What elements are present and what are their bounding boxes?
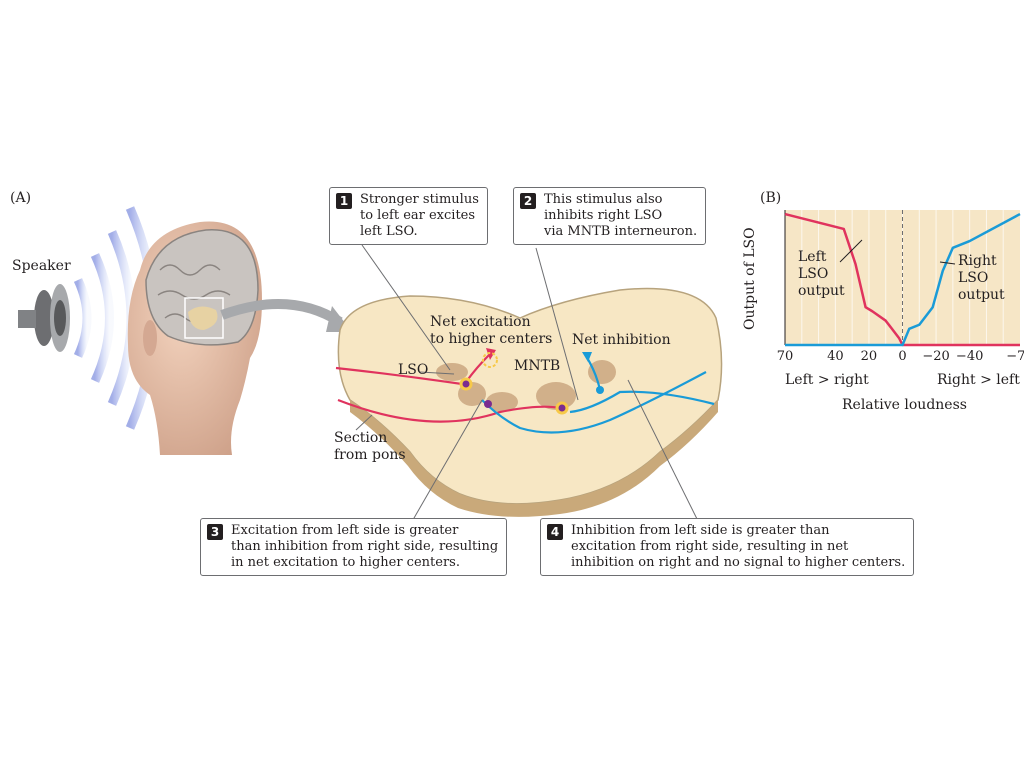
panel-a-label: (A) — [10, 190, 32, 206]
panel-b-label: (B) — [760, 190, 782, 206]
callout-4: 4 Inhibition from left side is greater t… — [540, 518, 915, 576]
x-tick-label: 20 — [861, 349, 878, 364]
net-inhibition-label: Net inhibition — [572, 332, 671, 348]
excitation-arrow-head — [486, 348, 496, 360]
callout-2: 2 This stimulus also inhibits right LSO … — [513, 187, 707, 245]
zoom-arrow — [220, 299, 343, 327]
synapse-markers — [459, 352, 604, 415]
x-side-label-right: Right > left — [937, 372, 1020, 388]
speaker-label: Speaker — [12, 258, 71, 274]
x-tick-label: 0 — [898, 349, 906, 364]
x-tick-label: −70 — [1006, 349, 1024, 364]
inhibition-arrow-head — [582, 352, 592, 362]
leader-lines — [355, 244, 701, 526]
x-tick-label: 70 — [777, 349, 794, 364]
step-number-2: 2 — [520, 193, 536, 209]
step-number-4: 4 — [547, 524, 563, 540]
x-side-label-left: Left > right — [785, 372, 869, 388]
x-axis-label: Relative loudness — [842, 397, 967, 413]
series-label-leader-right — [939, 261, 956, 265]
series-line-right-lso — [785, 212, 1021, 347]
series-label-left: Left LSO output — [798, 249, 845, 299]
step-number-3: 3 — [207, 524, 223, 540]
net-excitation-label: Net excitation to higher centers — [430, 314, 553, 347]
series-label-leader-left — [839, 239, 863, 263]
callout-3: 3 Excitation from left side is greater t… — [200, 518, 508, 576]
series-line-left-lso — [784, 212, 1020, 347]
x-tick-label: 40 — [827, 349, 844, 364]
x-tick-label: −20 — [922, 349, 949, 364]
x-tick-label: −40 — [956, 349, 983, 364]
section-label: Section from pons — [334, 430, 406, 463]
mntb-label: MNTB — [514, 358, 561, 374]
callout-1: 1 Stronger stimulus to left ear excites … — [329, 187, 488, 245]
step-number-1: 1 — [336, 193, 352, 209]
lso-label: LSO — [398, 362, 429, 378]
speaker-icon — [18, 284, 70, 352]
series-label-right: Right LSO output — [958, 253, 1005, 303]
